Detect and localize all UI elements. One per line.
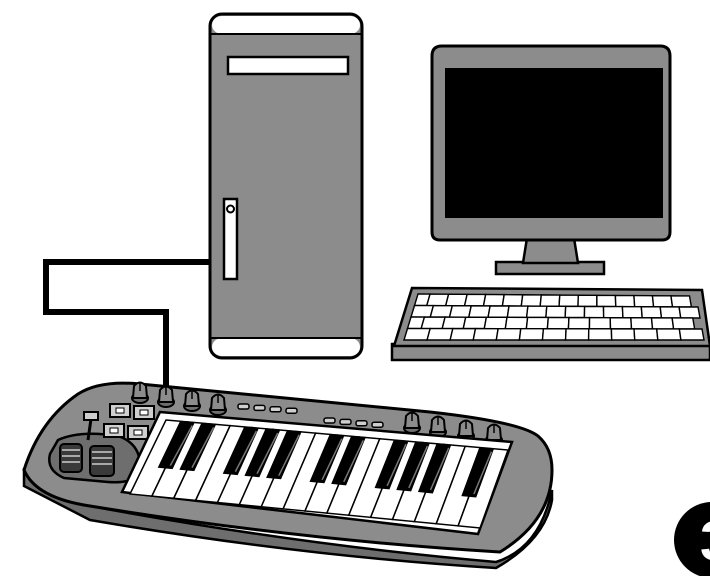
step-number: 3 [700,509,710,572]
keyboard-key [546,306,566,317]
keyboard-key [505,317,527,328]
drive-bay-slot [228,57,348,74]
keyboard-key [566,329,589,340]
keyboard-key [450,329,475,340]
keyboard-key [430,306,452,318]
keyboard-key [519,329,543,340]
pitch-bend-wheel [60,444,82,472]
keyboard-key [559,295,578,306]
midi-keyboard-controller [24,383,552,569]
keyboard-key [496,329,520,340]
keyboard-key [527,306,547,317]
keyboard-key [521,295,541,306]
led-indicator [238,404,249,409]
led-indicator [270,407,281,412]
keyboard-key [589,329,612,340]
keyboard-key [542,329,566,340]
keyboard-key [615,295,634,306]
keyboard-key [565,306,584,317]
led-indicator [356,421,367,426]
led-indicator [254,405,265,410]
monitor-screen [445,68,663,218]
keyboard-key [651,318,673,329]
keyboard-key [421,317,445,329]
keyboard-key [483,294,504,305]
keyboard-key [465,294,486,306]
keyboard-key [463,317,486,328]
keyboard-key [488,306,509,317]
led-indicator [340,419,351,424]
keyboard-key [604,307,623,318]
keyboard-key [507,306,528,317]
keyboard-key [679,307,700,318]
led-indicator [286,408,297,413]
usb-cable [46,262,212,392]
keyboard-key [597,295,616,306]
keyboard-key [442,317,465,328]
keyboard-key [672,318,695,329]
led-indicator [324,418,335,423]
computer-tower [210,14,362,358]
keyboard-key [473,329,498,340]
keyboard-key [634,296,654,307]
step-number-badge: 3 [674,502,710,576]
monitor [432,46,670,274]
keyboard-key [631,318,653,329]
keyboard-key [671,296,691,307]
keyboard-key [450,306,472,318]
keyboard-key [526,317,548,328]
computer-keyboard [392,288,710,360]
modulation-wheel [90,446,114,476]
keyboard-key [610,318,631,329]
keyboard-key [641,307,661,318]
power-button [227,206,234,213]
keyboard-key [660,307,681,318]
led-indicator [372,422,383,427]
key-grid [404,294,704,340]
keyboard-key [584,306,603,317]
keyboard-key [657,329,681,340]
keyboard-key [469,306,490,317]
keyboard-key [568,318,589,329]
keyboard-key [634,329,658,340]
keyboard-key [622,307,642,318]
keyboard-key [652,296,672,307]
keyboard-key [446,294,467,306]
keyboard-key [404,329,430,341]
keyboard-key [502,295,522,306]
keyboard-key [427,294,449,306]
keyboard-key [547,317,569,328]
keyboard-key [427,329,453,340]
keyboard-key [484,317,507,328]
keyboard-key [589,318,610,329]
keyboard-key [679,329,704,340]
monitor-neck [523,238,578,263]
keyboard-key [611,329,634,340]
keyboard-key [540,295,560,306]
keyboard-key [578,295,597,306]
